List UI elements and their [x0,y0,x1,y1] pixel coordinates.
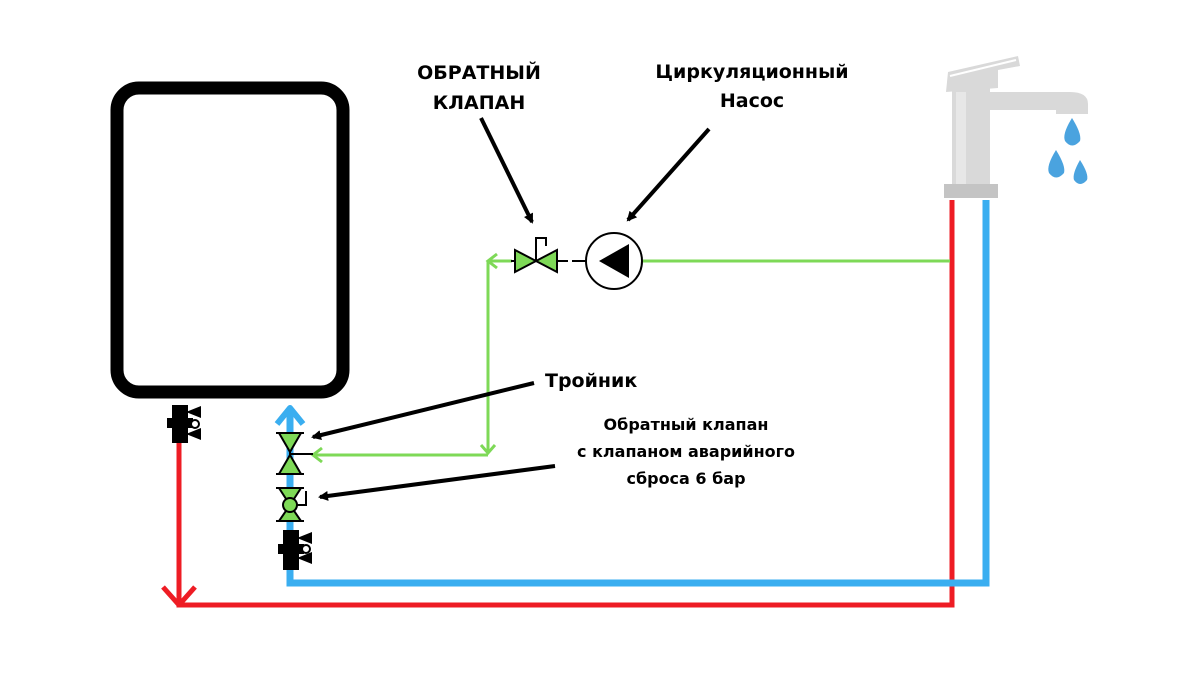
faucet-icon [944,56,1088,198]
check-valve-icon [511,237,568,274]
recirculation-pipe [310,252,950,464]
check-valve-pointer-arrow [479,117,534,224]
tee-valve-icon [276,432,313,475]
relief-valve-label-line3: сброса 6 бар [626,469,745,488]
relief-valve-label-line2: с клапаном аварийного [577,442,795,461]
water-drop-icon [1064,118,1081,146]
water-heater-icon [110,81,350,399]
relief-valve-icon [276,487,307,522]
relief-valve-label-line1: Обратный клапан [604,415,769,434]
pump-label-line1: Циркуляционный [655,61,848,83]
pump-label-line2: Насос [720,90,784,112]
hot-water-pipe [161,200,955,608]
pump-pointer-arrow [626,127,711,222]
ball-valve-icon [278,530,312,570]
relief-valve-pointer-arrow [318,464,556,501]
water-drop-icon [1048,150,1065,178]
tee-label: Тройник [545,370,637,392]
check-valve-label-line1: ОБРАТНЫЙ [417,61,541,84]
water-drop-icon [1073,160,1088,184]
tee-pointer-arrow [311,381,535,440]
ball-valve-icon [167,405,201,443]
check-valve-label-line2: КЛАПАН [433,92,526,114]
circulation-pump-icon [572,232,643,290]
